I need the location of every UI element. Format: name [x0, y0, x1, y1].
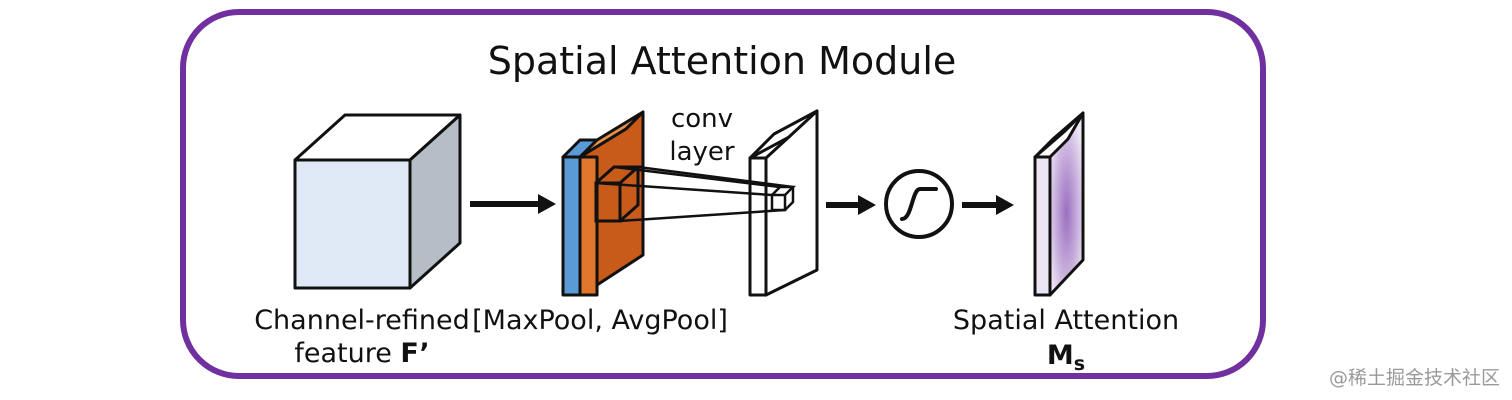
pooling-label: [MaxPool, AvgPool] [472, 305, 728, 336]
conv-label-line1: conv [671, 104, 733, 134]
pooled-feature-maps [561, 110, 645, 297]
avgpool-map-front [578, 155, 599, 297]
conv-label-line2: layer [669, 137, 735, 167]
arrow-sigmoid-to-output-head [996, 195, 1014, 215]
module-frame [180, 9, 1266, 379]
input-symbol: F’ [400, 338, 429, 369]
conv-projection-lines [595, 165, 794, 223]
sigmoid-icon [884, 169, 954, 239]
maxpool-map [561, 155, 582, 297]
output-symbol: Ms [1047, 340, 1085, 375]
conv-output-map [748, 109, 819, 297]
arrow-input-to-pool-head [538, 194, 556, 214]
output-label-line1: Spatial Attention [953, 305, 1179, 336]
input-label-line2: feature F’ [294, 338, 429, 369]
input-feature-cube [293, 113, 462, 290]
watermark-text: @稀土掘金技术社区 [1329, 367, 1500, 389]
arrow-conv-to-sigmoid-head [858, 195, 876, 215]
spatial-attention-map [1033, 111, 1085, 297]
input-label-line1: Channel-refined [254, 305, 470, 336]
module-title: Spatial Attention Module [488, 39, 957, 83]
